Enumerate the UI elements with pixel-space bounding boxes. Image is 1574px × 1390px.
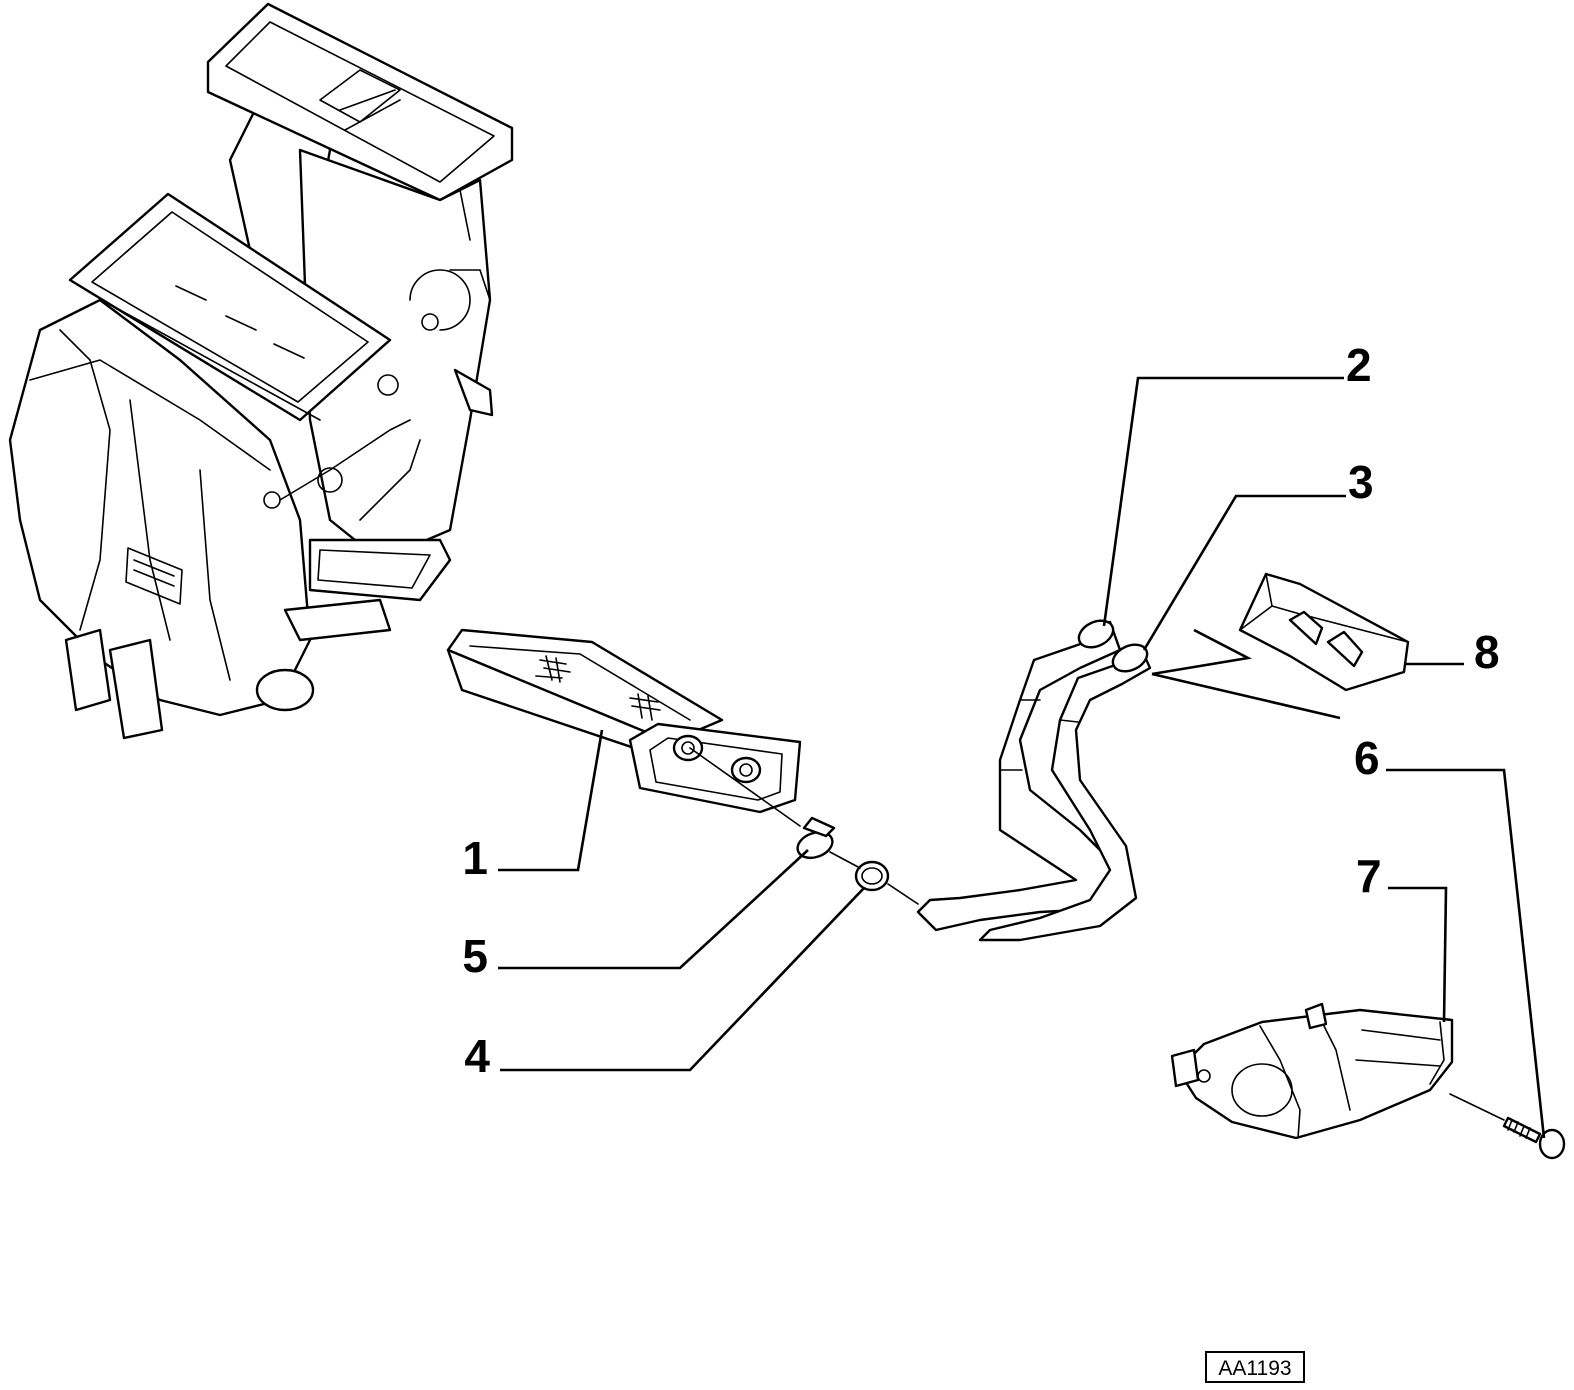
drawing-code: AA1193 (1218, 1357, 1291, 1380)
assembly-axis-line (689, 747, 919, 905)
leader-lines (498, 376, 1546, 1139)
callout-8: 8 (1474, 626, 1500, 678)
callout-6: 6 (1354, 732, 1380, 784)
filter-housing (1170, 1002, 1454, 1140)
drawing-code-tag: AA1193 (1205, 1351, 1305, 1383)
o-ring-seal (854, 860, 890, 892)
callout-labels: 1 2 3 4 5 6 7 8 (462, 339, 1499, 1082)
callout-4: 4 (464, 1030, 490, 1082)
callout-7: 7 (1356, 850, 1382, 902)
heater-core (446, 628, 802, 814)
pipe-support-bracket (1238, 572, 1410, 692)
callout-2: 2 (1346, 339, 1372, 391)
callout-5: 5 (462, 930, 488, 982)
callout-1: 1 (462, 832, 488, 884)
heater-pipes (916, 619, 1152, 942)
heater-housing-assembly (8, 2, 514, 740)
callout-3: 3 (1348, 456, 1374, 508)
screw (1449, 1093, 1566, 1160)
